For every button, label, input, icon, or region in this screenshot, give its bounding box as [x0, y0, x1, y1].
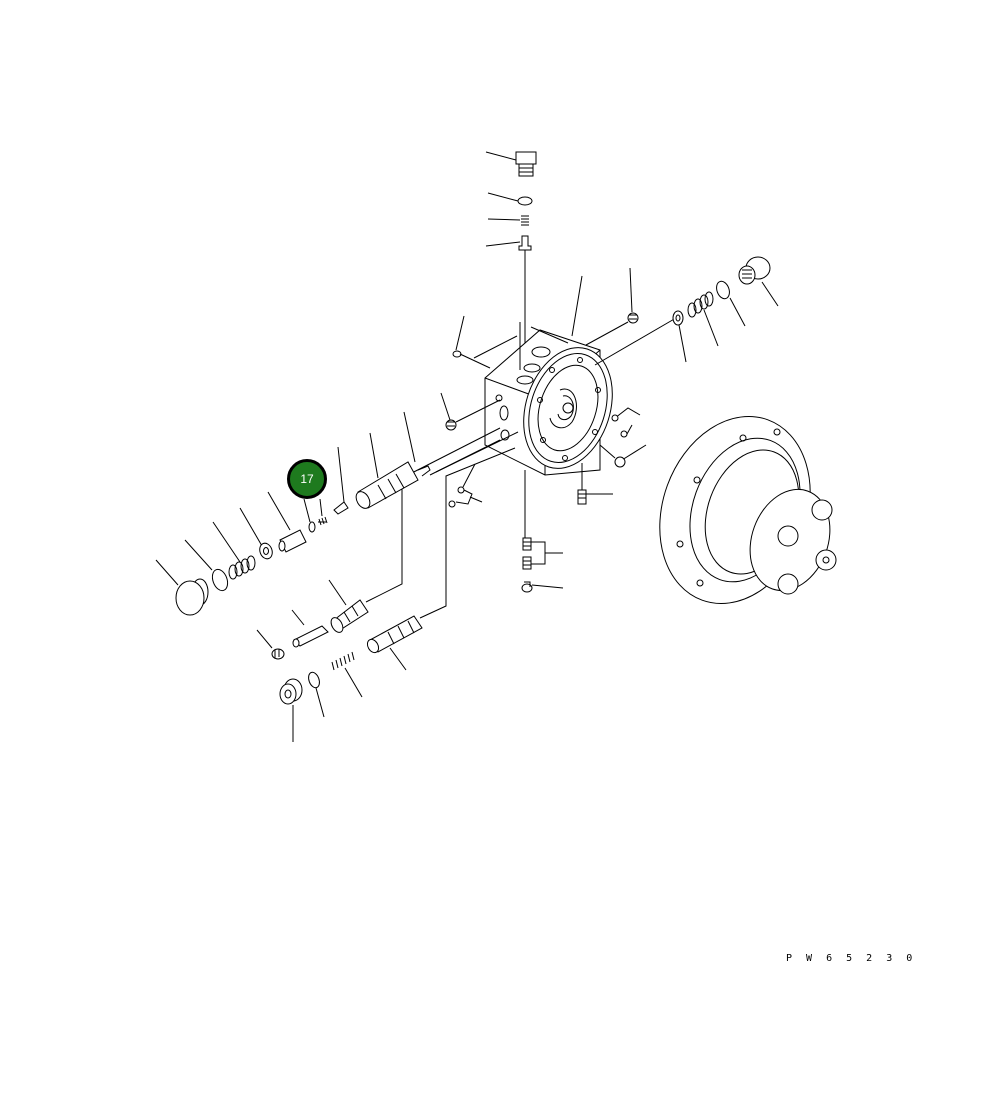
small-bolt-pair: [448, 486, 483, 508]
oring-right: [716, 280, 730, 300]
oring-lower: [308, 671, 320, 689]
spring-lower: [331, 651, 355, 671]
bolt-lower-b: [522, 556, 532, 570]
flange-bolt-right: [611, 407, 641, 438]
poppet-part: [278, 529, 307, 553]
backup-rings-right: [687, 291, 714, 318]
callout-badge-17[interactable]: 17: [287, 459, 327, 499]
motor-flange-part: [523, 347, 613, 469]
spool-lower: [330, 599, 369, 633]
top-oring-part: [487, 192, 533, 206]
housing-plug-right-lower: [614, 456, 626, 468]
top-plug-part: [485, 151, 537, 177]
bolt-lower-a: [522, 537, 532, 551]
spool-part: [355, 461, 431, 509]
spool-lower-right: [366, 615, 423, 654]
plug-lower-left: [279, 678, 303, 705]
small-spring: [318, 516, 328, 526]
washer-right: [672, 310, 684, 326]
small-oring-17: [308, 521, 316, 533]
check-valve-cone: [333, 501, 349, 515]
housing-plug-top-right: [627, 312, 639, 324]
callout-number: 17: [300, 472, 314, 486]
top-spring-part: [487, 215, 529, 226]
pin-part: [292, 625, 329, 648]
plug-right: [738, 256, 771, 285]
plug-lower: [521, 581, 533, 593]
washer-left: [259, 542, 273, 560]
hub-part: [659, 415, 837, 605]
plug-below-flange: [577, 489, 587, 505]
small-plug-left: [271, 648, 285, 660]
drawing-code-label: P W 6 5 2 3 0: [786, 953, 917, 964]
backup-rings-left: [228, 555, 256, 580]
plug-left: [175, 578, 209, 616]
housing-plug-small: [452, 350, 462, 358]
housing-plug-left: [445, 419, 457, 431]
oring-left: [211, 568, 229, 592]
